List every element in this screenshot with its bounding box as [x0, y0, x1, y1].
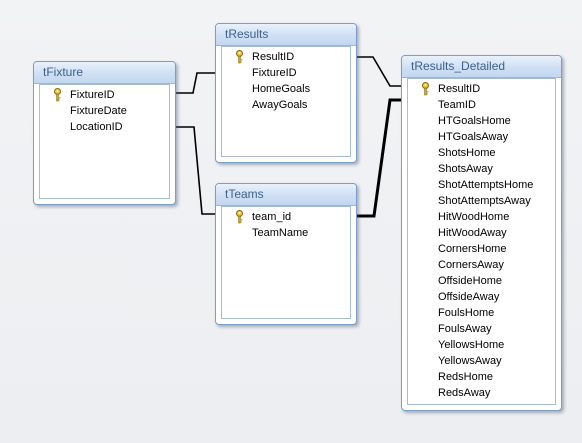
field-row[interactable]: ShotAttemptsHome — [408, 177, 555, 193]
field-row[interactable]: HitWoodAway — [408, 225, 555, 241]
primary-key-icon — [54, 88, 61, 102]
field-row[interactable]: ShotAttemptsAway — [408, 193, 555, 209]
field-name: team_id — [252, 211, 292, 223]
field-row[interactable]: HomeGoals — [222, 81, 350, 97]
table-title[interactable]: tFixture — [34, 62, 175, 84]
field-name: RedsAway — [438, 387, 491, 399]
field-name: YellowsAway — [438, 355, 502, 367]
field-row[interactable]: ShotsAway — [408, 161, 555, 177]
field-name: FixtureID — [70, 89, 115, 101]
field-row[interactable]: YellowsHome — [408, 337, 555, 353]
field-row[interactable]: HTGoalsHome — [408, 113, 555, 129]
field-name: HomeGoals — [252, 83, 311, 95]
table-tresults-detailed[interactable]: tResults_Detailed ResultID TeamID HTGoal… — [401, 55, 562, 411]
field-row[interactable]: CornersHome — [408, 241, 555, 257]
field-row[interactable]: OffsideHome — [408, 273, 555, 289]
table-title[interactable]: tTeams — [216, 184, 356, 206]
field-row[interactable]: HTGoalsAway — [408, 129, 555, 145]
field-row[interactable]: ShotsHome — [408, 145, 555, 161]
field-name: RedsHome — [438, 371, 494, 383]
field-row[interactable]: ResultID — [222, 49, 350, 65]
field-name: TeamName — [252, 227, 309, 239]
field-row[interactable]: OffsideAway — [408, 289, 555, 305]
field-name: HTGoalsAway — [438, 131, 509, 143]
field-row[interactable]: FixtureID — [40, 87, 169, 103]
field-name: CornersHome — [438, 243, 507, 255]
field-row[interactable]: YellowsAway — [408, 353, 555, 369]
field-name: AwayGoals — [252, 99, 308, 111]
field-list[interactable]: ResultID TeamID HTGoalsHome HTGoalsAway … — [407, 78, 556, 405]
field-name: LocationID — [70, 121, 123, 133]
field-row[interactable]: TeamID — [408, 97, 555, 113]
primary-key-icon — [422, 82, 429, 96]
field-list[interactable]: FixtureID FixtureDate LocationID — [39, 84, 170, 199]
field-row[interactable]: RedsAway — [408, 385, 555, 401]
field-name: ResultID — [438, 83, 481, 95]
table-tteams[interactable]: tTeams team_id TeamName — [215, 183, 357, 325]
field-name: OffsideHome — [438, 275, 502, 287]
field-row[interactable]: team_id — [222, 209, 350, 225]
field-name: HTGoalsHome — [438, 115, 511, 127]
field-list[interactable]: ResultID FixtureID HomeGoals AwayGoals — [221, 46, 351, 157]
field-row[interactable]: FoulsHome — [408, 305, 555, 321]
primary-key-icon — [236, 50, 243, 64]
field-row[interactable]: RedsHome — [408, 369, 555, 385]
field-name: YellowsHome — [438, 339, 505, 351]
field-list[interactable]: team_id TeamName — [221, 206, 351, 319]
field-name: FixtureID — [252, 67, 297, 79]
field-row[interactable]: FixtureDate — [40, 103, 169, 119]
field-name: TeamID — [438, 99, 476, 111]
field-name: CornersAway — [438, 259, 504, 271]
table-tfixture[interactable]: tFixture FixtureID FixtureDate LocationI… — [33, 61, 176, 205]
field-row[interactable]: CornersAway — [408, 257, 555, 273]
field-name: HitWoodHome — [438, 211, 510, 223]
field-name: ShotsAway — [438, 163, 493, 175]
field-row[interactable]: AwayGoals — [222, 97, 350, 113]
field-row[interactable]: TeamName — [222, 225, 350, 241]
table-title[interactable]: tResults_Detailed — [402, 56, 561, 78]
field-name: HitWoodAway — [438, 227, 507, 239]
field-name: ShotsHome — [438, 147, 496, 159]
field-row[interactable]: LocationID — [40, 119, 169, 135]
field-name: ShotAttemptsAway — [438, 195, 531, 207]
field-row[interactable]: HitWoodHome — [408, 209, 555, 225]
field-name: ShotAttemptsHome — [438, 179, 534, 191]
field-name: ResultID — [252, 51, 295, 63]
field-row[interactable]: FoulsAway — [408, 321, 555, 337]
field-row[interactable]: ResultID — [408, 81, 555, 97]
table-title[interactable]: tResults — [216, 24, 356, 46]
table-tresults[interactable]: tResults ResultID FixtureID HomeGoals — [215, 23, 357, 163]
primary-key-icon — [236, 210, 243, 224]
field-name: FoulsAway — [438, 323, 492, 335]
field-name: OffsideAway — [438, 291, 500, 303]
field-row[interactable]: FixtureID — [222, 65, 350, 81]
field-name: FoulsHome — [438, 307, 495, 319]
field-name: FixtureDate — [70, 105, 127, 117]
